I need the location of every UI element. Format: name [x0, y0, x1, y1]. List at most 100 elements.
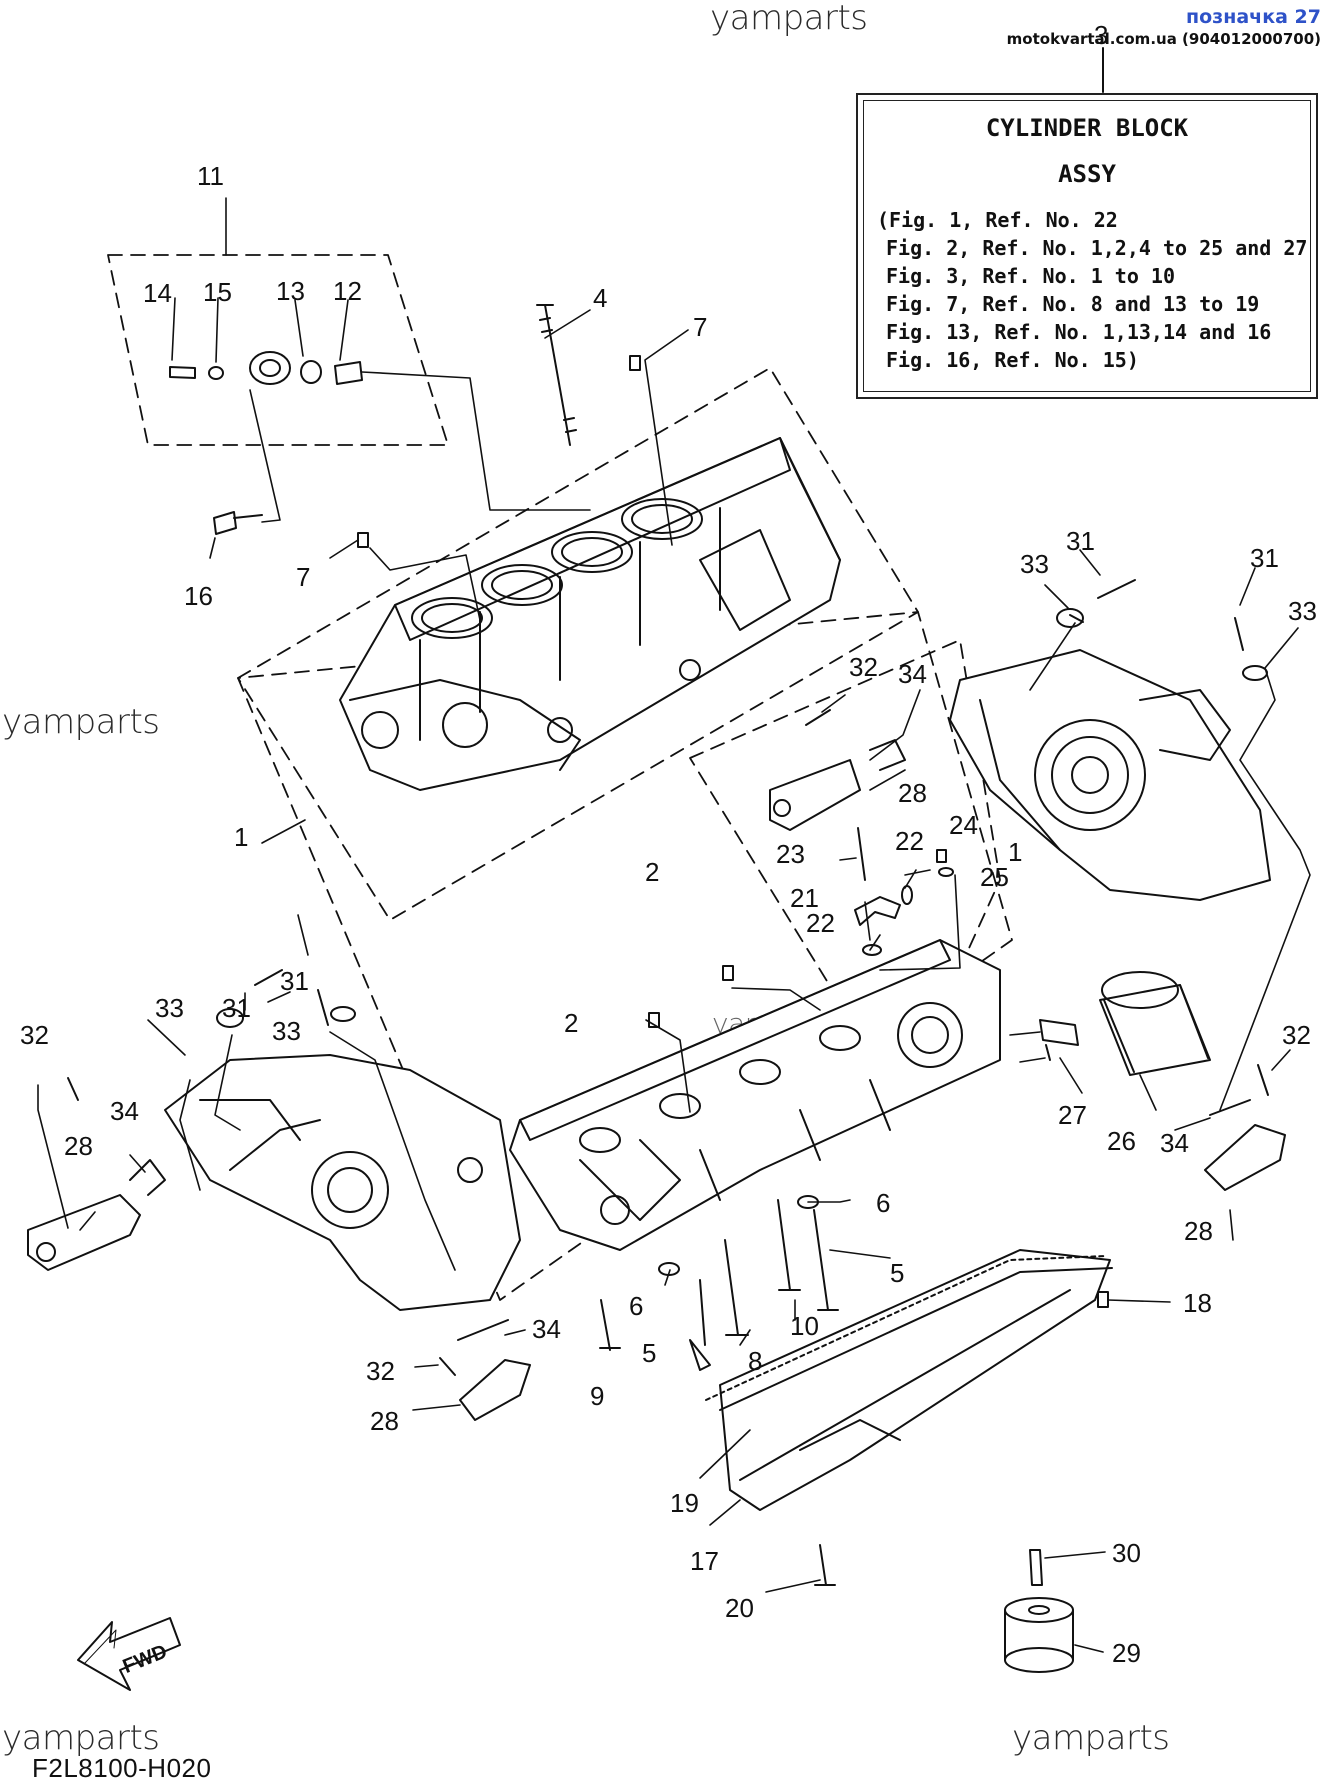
callout-25: 25 — [980, 862, 1009, 892]
source-stamp: позначка 27 motokvartal.com.ua (90401200… — [1007, 6, 1321, 48]
dowel-2a — [722, 965, 734, 981]
callout-28a: 28 — [898, 778, 927, 808]
callout-1a: 1 — [234, 822, 248, 852]
dowel-2b — [648, 1012, 660, 1028]
callout-21: 21 — [790, 883, 819, 913]
cylinder-block-upper — [339, 437, 841, 791]
watermark-left: yamparts — [2, 702, 160, 742]
side-cover-right — [949, 649, 1271, 901]
engine-mount-28b — [27, 1194, 141, 1271]
callout-10: 10 — [790, 1311, 819, 1341]
oil-pan-gasket-edge — [705, 1255, 1106, 1401]
damper-29 — [1004, 1597, 1074, 1673]
callout-20: 20 — [725, 1593, 754, 1623]
callout-2b: 2 — [564, 1008, 578, 1038]
dowel-18 — [1097, 1291, 1109, 1308]
callout-32d: 32 — [1282, 1020, 1311, 1050]
callout-1b: 1 — [1008, 837, 1022, 867]
callout-17: 17 — [690, 1546, 719, 1576]
callout-13: 13 — [276, 276, 305, 306]
info-line: Fig. 16, Ref. No. 15) — [886, 348, 1139, 372]
plate-34a — [869, 739, 906, 771]
oil-filter — [1099, 971, 1211, 1076]
callout-27: 27 — [1058, 1100, 1087, 1130]
plate-34c — [457, 1319, 509, 1341]
bolt-32c — [439, 1357, 456, 1376]
callout-24: 24 — [949, 810, 978, 840]
crankcase-lower-outline — [689, 639, 1001, 1101]
callout-31a: 31 — [1066, 526, 1095, 556]
side-cover-left — [164, 1054, 521, 1311]
cylinder-block-info-box: CYLINDER BLOCK ASSY (Fig. 1, Ref. No. 22… — [856, 93, 1318, 399]
callout-3: 3 — [1094, 20, 1108, 50]
crankcase-bolts — [599, 1199, 839, 1371]
callout-15: 15 — [203, 277, 232, 307]
bolt-30 — [1029, 1549, 1043, 1586]
callout-34c: 34 — [532, 1314, 561, 1344]
group-11-outline — [107, 254, 449, 446]
stamp-tag: позначка 27 — [1186, 6, 1321, 28]
callout-29: 29 — [1112, 1638, 1141, 1668]
bolt-23 — [857, 827, 866, 881]
dowel-7b — [357, 532, 369, 548]
callout-18: 18 — [1183, 1288, 1212, 1318]
bolt-20 — [814, 1544, 836, 1586]
o-ring-22b — [901, 885, 913, 905]
callout-32c: 32 — [366, 1356, 395, 1386]
info-line: (Fig. 1, Ref. No. 22 — [877, 208, 1118, 232]
callout-19: 19 — [670, 1488, 699, 1518]
bolt-31d — [317, 989, 329, 1026]
sensor-assembly-11 — [169, 351, 363, 385]
callout-28d: 28 — [1184, 1216, 1213, 1246]
callout-23: 23 — [776, 839, 805, 869]
info-title-line2: ASSY — [1058, 160, 1116, 188]
engine-mount-28a — [769, 759, 861, 831]
callout-12: 12 — [333, 276, 362, 306]
callout-16: 16 — [184, 581, 213, 611]
plate-34d — [1209, 1099, 1251, 1116]
washer-33a — [1069, 614, 1084, 623]
callout-33a: 33 — [1020, 549, 1049, 579]
bolt-31c — [254, 969, 283, 986]
callout-6b: 6 — [629, 1291, 643, 1321]
info-line: Fig. 13, Ref. No. 1,13,14 and 16 — [886, 320, 1272, 344]
oil-pan-gasket — [719, 1267, 1113, 1411]
bolt-31b — [1234, 617, 1244, 651]
watermark-bottom-right: yamparts — [1012, 1718, 1170, 1758]
callout-7b: 7 — [296, 562, 310, 592]
callout-32a: 32 — [849, 652, 878, 682]
washer-33a-ring — [1056, 608, 1084, 628]
plate-34b — [129, 1159, 166, 1196]
info-line: Fig. 2, Ref. No. 1,2,4 to 25 and 27 — [886, 236, 1308, 260]
callout-31d: 31 — [222, 993, 251, 1023]
callout-33c: 33 — [155, 993, 184, 1023]
callout-9: 9 — [590, 1381, 604, 1411]
callout-32b: 32 — [20, 1020, 49, 1050]
dowel-7a — [629, 355, 641, 371]
bolt-32b — [67, 1077, 79, 1101]
figure-code: F2L8100-H020 — [32, 1753, 212, 1783]
callout-4: 4 — [593, 283, 607, 313]
callout-31c: 31 — [280, 966, 309, 996]
callout-7a: 7 — [693, 312, 707, 342]
callout-28c: 28 — [370, 1406, 399, 1436]
fwd-arrow: FWD — [77, 1617, 181, 1691]
callout-28b: 28 — [64, 1131, 93, 1161]
engine-mount-28d — [1204, 1124, 1286, 1191]
leader-lines — [37, 197, 1311, 1653]
washer-33d — [330, 1006, 356, 1022]
bolt-32d — [1257, 1064, 1269, 1096]
callout-30: 30 — [1112, 1538, 1141, 1568]
o-ring-25 — [938, 867, 954, 877]
callout-33b: 33 — [1288, 596, 1317, 626]
callout-31b: 31 — [1250, 543, 1279, 573]
callout-numbers: 11 14 15 13 12 16 4 7 7 1 1 2 2 33 31 31… — [20, 161, 1317, 1668]
oil-filter-union — [1039, 1019, 1079, 1061]
callout-8: 8 — [748, 1346, 762, 1376]
crankcase-lower — [509, 939, 1001, 1251]
callout-5a: 5 — [890, 1258, 904, 1288]
o-ring-22a — [862, 944, 882, 956]
info-line: Fig. 3, Ref. No. 1 to 10 — [886, 264, 1175, 288]
bolt-32a — [805, 709, 831, 726]
dowel-24 — [936, 849, 947, 863]
